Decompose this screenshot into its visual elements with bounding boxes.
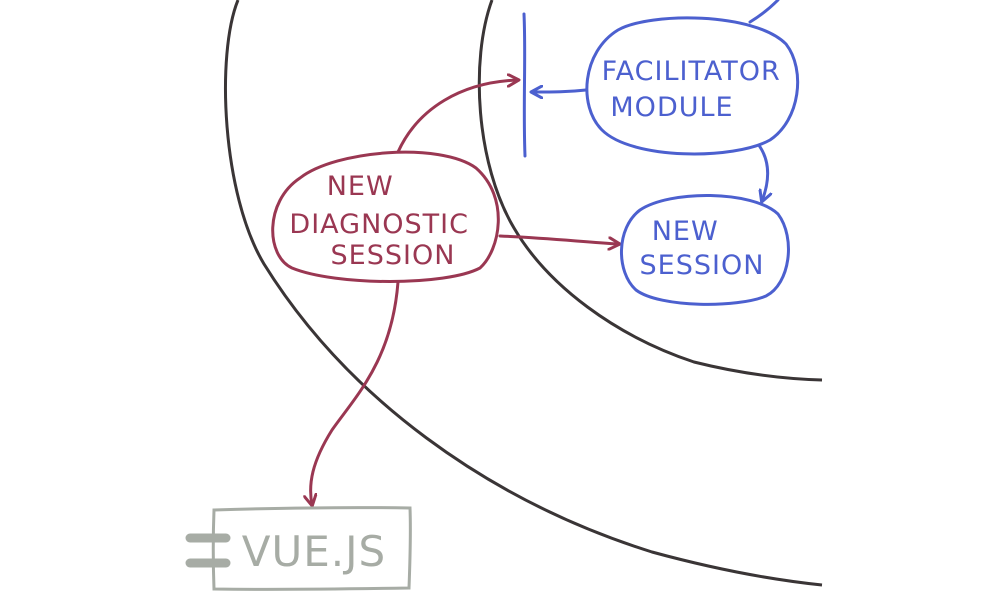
new-session-line-1: NEW	[652, 216, 719, 247]
vuejs-label: VUE.JS	[242, 527, 386, 576]
facilitator-module-line-1: FACILITATOR	[602, 56, 781, 87]
new-session-label: NEW SESSION	[640, 216, 765, 281]
new-diagnostic-session-line-2: DIAGNOSTIC	[289, 209, 469, 240]
diagnostic-to-interface-arrow	[396, 80, 518, 154]
interface-bar	[522, 12, 527, 158]
new-session-line-2: SESSION	[640, 250, 765, 281]
diagnostic-to-new-session-arrow	[498, 234, 619, 244]
new-session-node[interactable]: NEW SESSION	[620, 193, 790, 306]
facilitator-external-link	[748, 0, 780, 24]
outer-boundary-ring	[224, 0, 823, 587]
new-diagnostic-session-label: NEW DIAGNOSTIC SESSION	[289, 171, 478, 271]
inner-boundary-ring	[477, 0, 823, 382]
new-session-outline	[620, 193, 790, 306]
facilitator-module-line-2: MODULE	[610, 92, 733, 123]
component-icon	[185, 533, 231, 568]
new-diagnostic-session-line-3: SESSION	[331, 240, 456, 271]
vuejs-component-node[interactable]: VUE.JS	[185, 506, 412, 591]
diagnostic-to-vuejs-arrow	[311, 280, 400, 505]
facilitator-to-new-session-arrow	[756, 142, 768, 201]
facilitator-module-node[interactable]: FACILITATOR MODULE	[585, 16, 800, 156]
facilitator-module-label: FACILITATOR MODULE	[602, 56, 791, 123]
new-diagnostic-session-node[interactable]: NEW DIAGNOSTIC SESSION	[271, 150, 500, 283]
new-diagnostic-session-line-1: NEW	[327, 171, 394, 202]
facilitator-module-outline	[585, 16, 800, 156]
facilitator-to-interface-arrow	[532, 90, 588, 92]
new-diagnostic-session-outline	[271, 150, 500, 283]
vuejs-component-box	[211, 506, 412, 591]
